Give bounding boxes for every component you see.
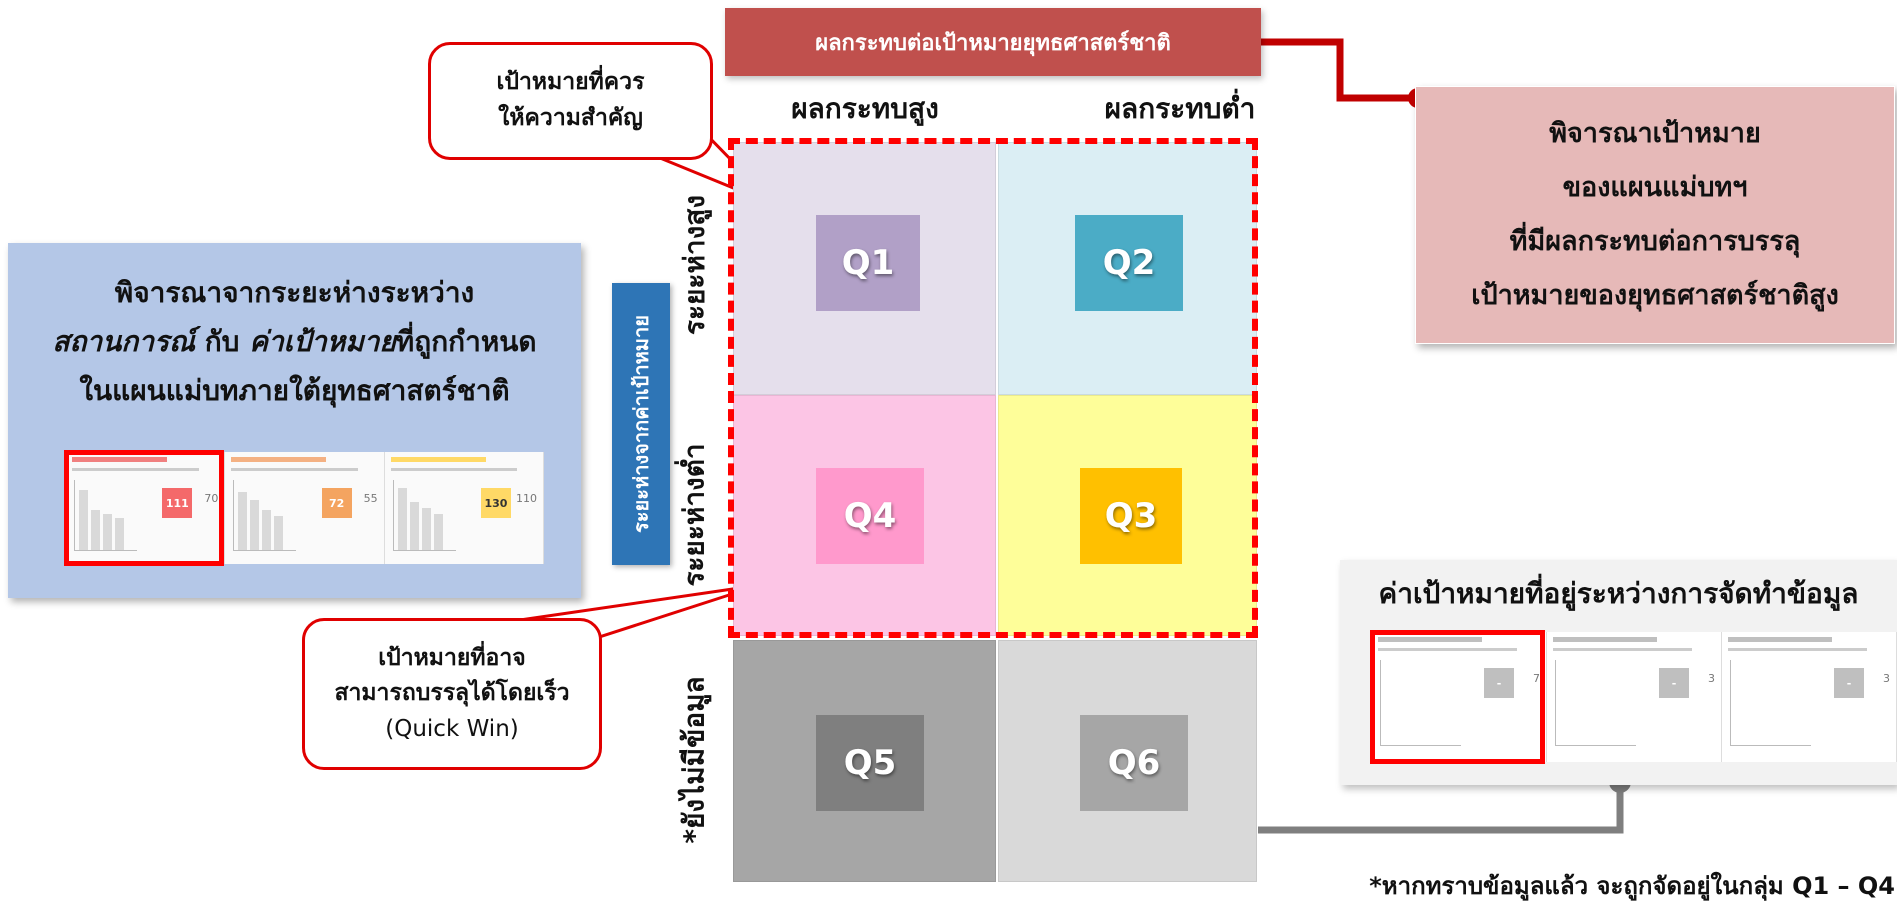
gap-axis-label: ระยะห่างจากค่าเป้าหมาย xyxy=(612,283,670,565)
thumbnail-bar xyxy=(262,510,272,550)
row-label-low-gap-text: ระยะห่างต่ำ xyxy=(678,443,711,587)
thumbnail-bar xyxy=(238,492,248,550)
thumbnail-kpi-value: - xyxy=(1659,668,1689,698)
thumbnail-chart xyxy=(1555,660,1636,746)
dashboard-thumbnail[interactable]: 130 110 xyxy=(384,452,544,564)
dashboard-thumbnail[interactable]: - 3 xyxy=(1722,632,1897,762)
gap-axis-label-text: ระยะห่างจากค่าเป้าหมาย xyxy=(629,315,653,533)
callout-priority-goals: เป้าหมายที่ควร ให้ความสำคัญ xyxy=(428,42,713,160)
thumbnail-bar xyxy=(397,488,407,550)
thumbnail-kpi-value: - xyxy=(1834,668,1864,698)
dashboard-thumbnail[interactable]: - 7 xyxy=(1372,632,1547,762)
left-panel-line3: ในแผนแม่บทภายใต้ยุทธศาสตร์ชาติ xyxy=(79,374,510,407)
column-label-low-impact: ผลกระทบต่ำ xyxy=(1104,92,1256,125)
thumbnail-title-bar xyxy=(231,457,327,462)
data-pending-thumbnails: - 7 - 3 - 3 xyxy=(1372,632,1897,762)
dashboard-thumbnail[interactable]: - 3 xyxy=(1547,632,1722,762)
right-panel-line2: ของแผนแม่บทฯ xyxy=(1562,172,1748,203)
quadrant-q5: Q5 xyxy=(816,715,924,811)
strategy-impact-header: ผลกระทบต่อเป้าหมายยุทธศาสตร์ชาติ xyxy=(725,8,1261,76)
row-label-no-data: *ยังไม่มีข้อมูล xyxy=(655,640,735,880)
callout-priority-line2: ให้ความสำคัญ xyxy=(498,105,643,131)
data-connector xyxy=(1258,782,1624,834)
quadrant-q2: Q2 xyxy=(1075,215,1183,311)
right-panel-line3: ที่มีผลกระทบต่อการบรรลุ xyxy=(1509,226,1801,257)
thumbnail-chart xyxy=(233,480,297,551)
thumbnail-subtitle-line xyxy=(1553,648,1693,651)
thumbnail-bar xyxy=(433,514,443,550)
thumbnail-title-bar xyxy=(72,457,167,462)
thumbnail-subtitle-line xyxy=(1378,648,1518,651)
thumbnail-subtitle-line xyxy=(72,468,199,471)
thumbnail-bar xyxy=(250,500,260,550)
quadrant-q4: Q4 xyxy=(816,468,924,564)
thumbnail-title-bar xyxy=(1378,637,1483,642)
thumbnail-bar xyxy=(115,518,124,550)
thumbnail-bar xyxy=(274,516,284,550)
quadrant-q1: Q1 xyxy=(816,215,920,311)
callout-quickwin-line2: สามารถบรรลุได้โดยเร็ว xyxy=(334,680,570,707)
thumbnail-target-value: 55 xyxy=(363,492,378,505)
thumbnail-bar xyxy=(79,490,88,550)
thumbnail-title-bar xyxy=(390,457,486,462)
callout-quickwin-line1: เป้าหมายที่อาจ xyxy=(378,644,526,671)
thumbnail-title-bar xyxy=(1553,637,1658,642)
left-panel-situation: สถานการณ์ xyxy=(52,325,195,358)
thumbnail-bar xyxy=(91,510,100,550)
data-pending-title: ค่าเป้าหมายที่อยู่ระหว่างการจัดทำข้อมูล xyxy=(1378,577,1859,610)
thumbnail-bar xyxy=(421,508,431,550)
thumbnail-kpi-value: - xyxy=(1484,668,1514,698)
dashboard-thumbnail[interactable]: 72 55 xyxy=(225,452,385,564)
left-panel-with: กับ xyxy=(194,325,250,358)
left-panel-defined: ที่ถูกกำหนด xyxy=(395,325,537,358)
thumbnail-kpi-value: 72 xyxy=(321,488,352,518)
left-dashboard-thumbnails: 111 70 72 55 130 110 xyxy=(66,452,544,564)
thumbnail-chart xyxy=(74,480,137,551)
row-label-no-data-text: *ยังไม่มีข้อมูล xyxy=(678,676,712,844)
thumbnail-title-bar xyxy=(1728,637,1833,642)
thumbnail-target-value: 3 xyxy=(1708,672,1715,685)
dashboard-thumbnail[interactable]: 111 70 xyxy=(66,452,226,564)
column-label-high-impact: ผลกระทบสูง xyxy=(791,92,939,125)
thumbnail-target-value: 7 xyxy=(1533,672,1540,685)
data-thumbnail-highlight xyxy=(1370,630,1545,764)
thumbnail-kpi-value: 111 xyxy=(162,488,193,518)
header-title: ผลกระทบต่อเป้าหมายยุทธศาสตร์ชาติ xyxy=(815,30,1171,56)
right-panel-line4: เป้าหมายของยุทธศาสตร์ชาติสูง xyxy=(1471,280,1839,311)
thumbnail-subtitle-line xyxy=(1728,648,1868,651)
left-panel-line2: สถานการณ์ กับ ค่าเป้าหมายที่ถูกกำหนด xyxy=(8,317,581,366)
thumbnail-chart xyxy=(392,480,456,551)
thumbnail-target-value: 3 xyxy=(1883,672,1890,685)
footnote: *หากทราบข้อมูลแล้ว จะถูกจัดอยู่ในกลุ่ม Q… xyxy=(1369,872,1895,900)
thumbnail-bar xyxy=(409,502,419,550)
callout-priority-line1: เป้าหมายที่ควร xyxy=(496,69,645,96)
callout-quick-win: เป้าหมายที่อาจ สามารถบรรลุได้โดยเร็ว (Qu… xyxy=(302,618,602,770)
right-info-panel: พิจารณาเป้าหมาย ของแผนแม่บทฯ ที่มีผลกระท… xyxy=(1415,86,1895,344)
quadrant-q6: Q6 xyxy=(1080,715,1188,811)
left-panel-line1: พิจารณาจากระยะห่างระหว่าง xyxy=(114,276,475,309)
thumbnail-chart xyxy=(1730,660,1811,746)
right-panel-line1: พิจารณาเป้าหมาย xyxy=(1549,118,1761,149)
left-panel-target: ค่าเป้าหมาย xyxy=(249,325,396,358)
row-label-high-gap-text: ระยะห่างสูง xyxy=(678,194,712,336)
thumbnail-subtitle-line xyxy=(390,468,518,471)
thumbnail-chart xyxy=(1380,660,1461,746)
thumbnail-subtitle-line xyxy=(231,468,358,471)
callout-quickwin-line3: (Quick Win) xyxy=(385,715,519,742)
left-panel-text: พิจารณาจากระยะห่างระหว่าง สถานการณ์ กับ … xyxy=(8,268,581,415)
thumbnail-bar xyxy=(103,514,112,550)
quadrant-q3: Q3 xyxy=(1080,468,1182,564)
thumbnail-target-value: 70 xyxy=(204,492,219,505)
left-thumbnail-highlight xyxy=(64,450,224,566)
thumbnail-target-value: 110 xyxy=(515,492,537,505)
thumbnail-kpi-value: 130 xyxy=(480,488,511,518)
